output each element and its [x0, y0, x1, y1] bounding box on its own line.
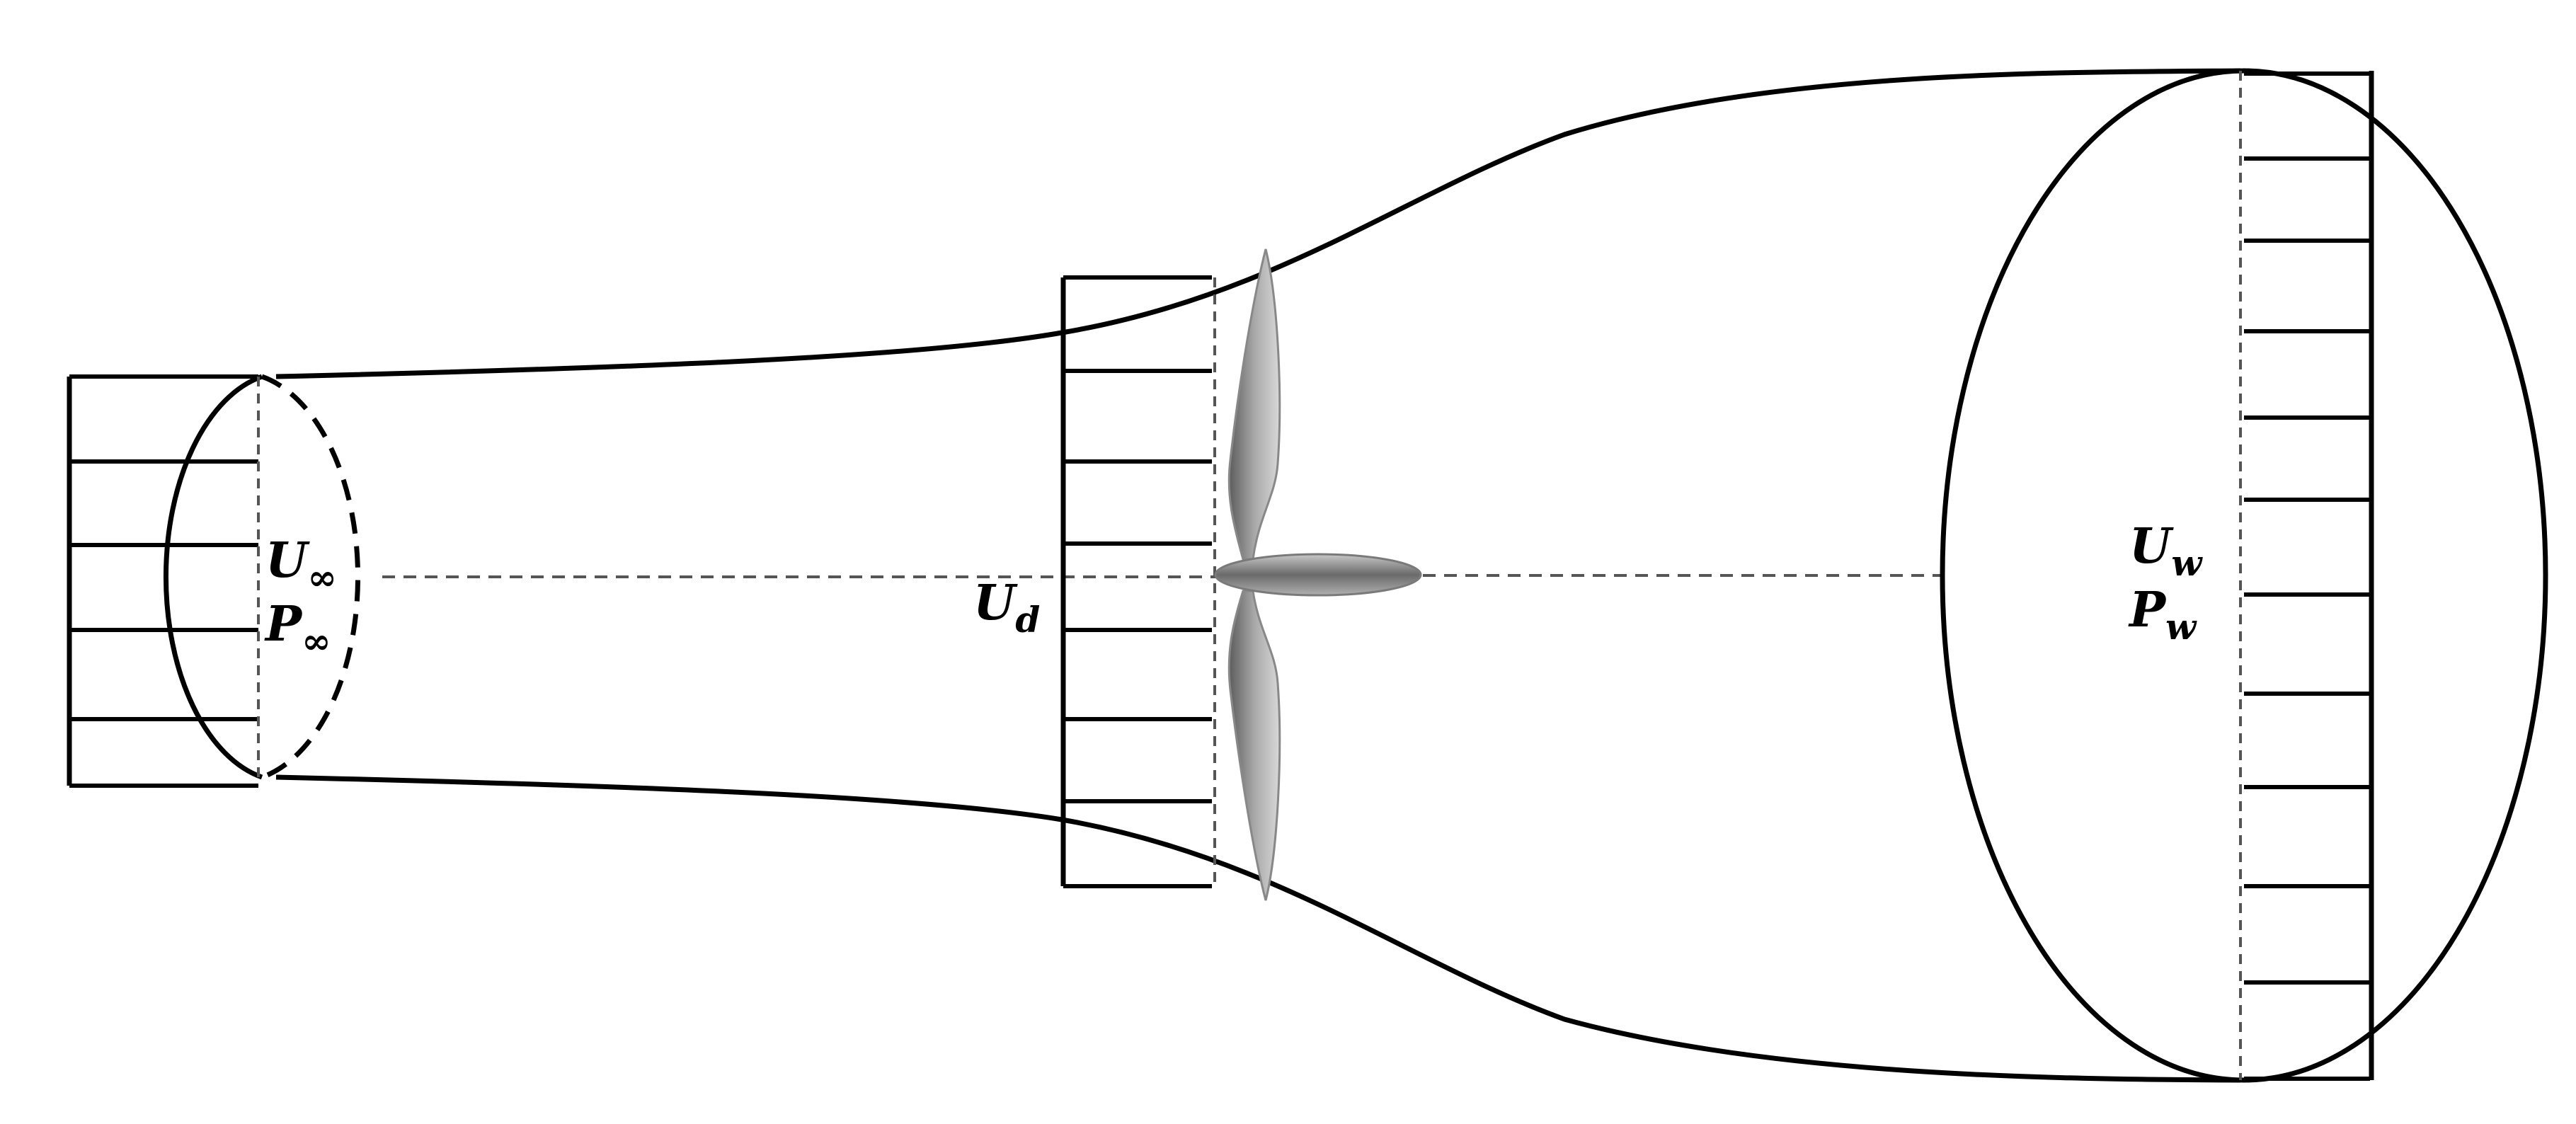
wake-section	[1940, 68, 2548, 1083]
wake-pressure-label: Pw	[2128, 582, 2197, 648]
streamtube-outline	[275, 68, 2241, 1083]
inflow-pressure-label: P∞	[264, 596, 331, 662]
disk-velocity-label: Ud	[973, 575, 1040, 641]
inflow-section	[67, 374, 361, 788]
disk-section	[1060, 275, 1216, 888]
disk-velocity-arrows	[1063, 275, 1213, 888]
lower-blade	[1227, 590, 1281, 901]
wake-velocity-arrows	[2244, 71, 2371, 1081]
inflow-velocity-arrows	[69, 374, 259, 788]
center-axis	[382, 574, 1943, 578]
rotor-hub	[1214, 553, 1422, 597]
wake-velocity-label: Uw	[2129, 518, 2203, 584]
wind-turbine-rotor-icon	[1214, 248, 1422, 901]
upper-blade	[1227, 248, 1281, 561]
inflow-ellipse-back	[261, 374, 361, 780]
inflow-ellipse-front	[163, 374, 263, 780]
wake-ellipse	[1940, 68, 2548, 1083]
inflow-velocity-label: U∞	[265, 532, 337, 598]
